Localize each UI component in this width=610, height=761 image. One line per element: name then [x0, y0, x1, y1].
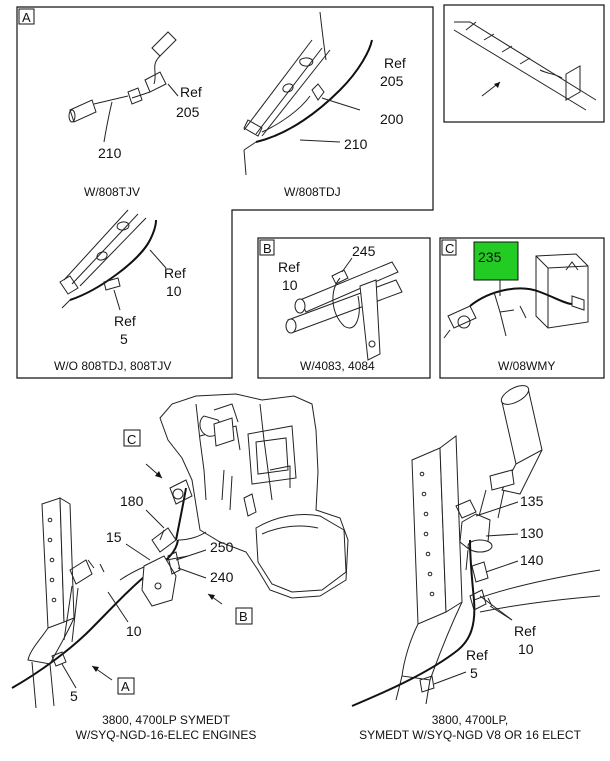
part-number-235: 235	[478, 249, 502, 265]
callout-a-box	[117, 677, 135, 695]
part-number-5: 5	[70, 688, 78, 704]
part-number-210: 210	[344, 136, 368, 152]
leader-line	[341, 257, 353, 273]
panel-c: C	[439, 237, 605, 379]
main-left-caption-line1: 3800, 4700LP SYMEDT	[102, 713, 231, 727]
locator-inset	[443, 4, 605, 123]
panel-a-frame	[16, 6, 434, 379]
part-number-245: 245	[352, 243, 376, 259]
ref-label: Ref	[514, 623, 536, 639]
panel-b-letter: B	[263, 241, 272, 256]
panel-c-frame	[439, 237, 605, 379]
part-number-10: 10	[518, 641, 534, 657]
panel-a-caption-808tdj: W/808TDJ	[284, 185, 341, 199]
panel-a: A Ref 205 210 W/808TJV	[16, 6, 434, 379]
part-number-200: 200	[380, 111, 404, 127]
ref-label: Ref	[180, 84, 202, 100]
part-number-240: 240	[210, 569, 234, 585]
part-number-205: 205	[176, 104, 200, 120]
panel-b-frame	[257, 237, 431, 379]
part-number-15: 15	[106, 529, 122, 545]
panel-b: B	[257, 237, 431, 379]
panel-a-harness-808tjv	[68, 31, 179, 143]
part-number-180: 180	[120, 493, 144, 509]
main-right-caption-line1: 3800, 4700LP,	[432, 713, 509, 727]
part-number-135: 135	[520, 493, 544, 509]
panel-c-letter-box	[441, 239, 457, 256]
panel-a-caption-808tjv: W/808TJV	[84, 185, 140, 199]
part-number-10: 10	[166, 283, 182, 299]
main-left-caption-line2: W/SYQ-NGD-16-ELEC ENGINES	[76, 728, 257, 742]
part-number-10: 10	[282, 277, 298, 293]
part-number-5: 5	[120, 331, 128, 347]
callout-b-box	[235, 607, 253, 625]
part-number-210: 210	[98, 145, 122, 161]
panel-c-letter: C	[445, 241, 454, 256]
panel-c-caption: W/08WMY	[498, 359, 555, 373]
main-right-assembly	[351, 385, 601, 707]
part-235-highlight	[473, 241, 519, 281]
arrow-head	[494, 82, 500, 88]
panel-b-letter-box	[259, 239, 275, 256]
part-number-10: 10	[126, 623, 142, 639]
panel-a-caption-without: W/O 808TDJ, 808TJV	[54, 359, 171, 373]
ref-label: Ref	[164, 265, 186, 281]
part-number-130: 130	[520, 525, 544, 541]
main-right-caption-line2: SYMEDT W/SYQ-NGD V8 OR 16 ELECT	[359, 728, 581, 742]
part-number-140: 140	[520, 552, 544, 568]
panel-a-letter-box	[18, 8, 35, 25]
ref-label: Ref	[384, 55, 406, 71]
callout-c-box	[123, 429, 141, 447]
panel-b-caption: W/4083, 4084	[300, 359, 375, 373]
ref-label: Ref	[278, 259, 300, 275]
callout-c: C	[127, 432, 136, 447]
panel-a-harness-808tdj	[243, 11, 373, 176]
callout-b: B	[239, 609, 248, 624]
ref-label: Ref	[466, 647, 488, 663]
panel-a-harness-without	[59, 209, 167, 311]
ref-label: Ref	[114, 313, 136, 329]
part-number-250: 250	[210, 539, 234, 555]
callout-a: A	[121, 679, 130, 694]
part-number-5: 5	[470, 665, 478, 681]
locator-inset-frame	[443, 4, 605, 123]
part-number-205: 205	[380, 73, 404, 89]
main-left-assembly	[11, 393, 349, 709]
panel-a-letter: A	[22, 10, 31, 25]
